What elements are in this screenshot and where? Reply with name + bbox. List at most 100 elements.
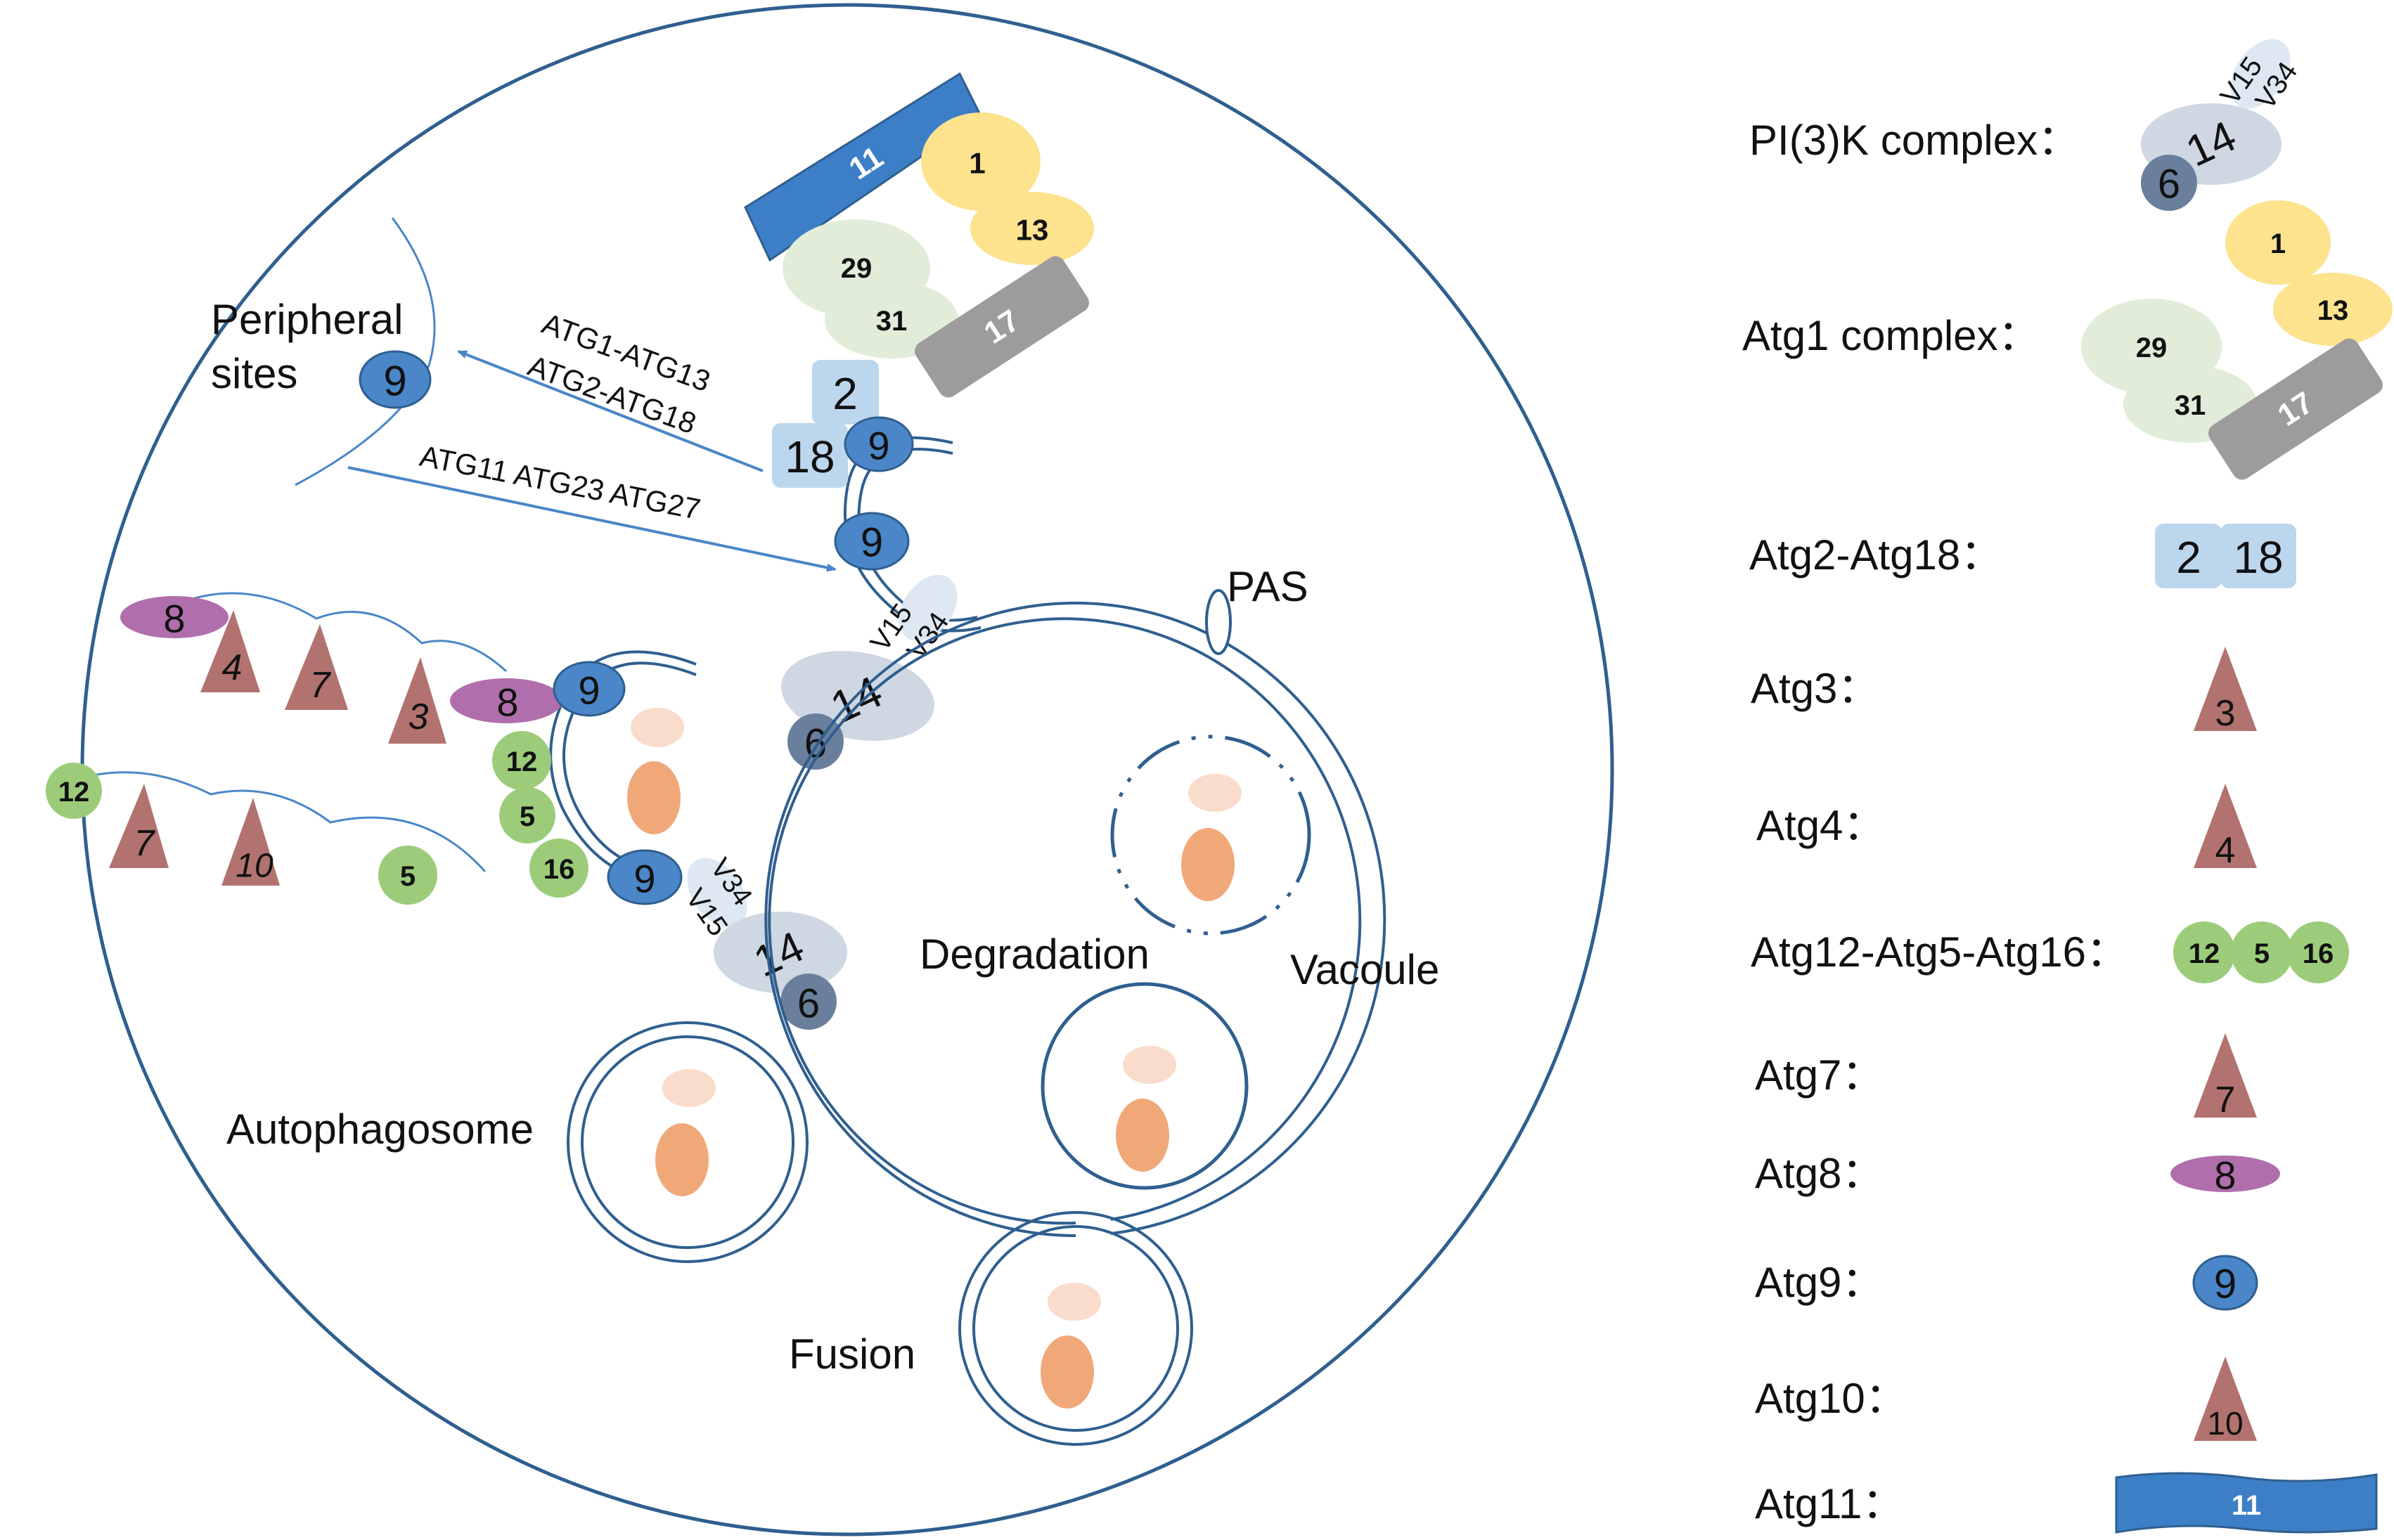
fusion-autophagosome (958, 1211, 1193, 1446)
pas-bud (1205, 589, 1232, 655)
autophagosome (567, 1021, 809, 1263)
legend-label-7: Atg8： (1755, 1150, 1884, 1197)
atg10-triangle (221, 798, 280, 886)
legend-atg6-label: 6 (2158, 162, 2180, 207)
atg2-label: 2 (832, 368, 858, 419)
atg9-upper-2-label: 9 (861, 520, 883, 566)
atg9-lower-1-label: 9 (578, 668, 600, 713)
peripheral-sites-label-2: sites (211, 350, 297, 397)
pas-label: PAS (1227, 563, 1308, 610)
legend-triangle-4 (2194, 784, 2257, 868)
atg9-upper-1 (844, 416, 914, 472)
legend-atg12 (2173, 921, 2235, 983)
cargo-degradation (1181, 828, 1235, 901)
atg8-bound-label: 8 (496, 680, 518, 725)
atg9-peripheral-label: 9 (383, 358, 406, 405)
atg9-lower-1 (553, 661, 626, 717)
arrow-to-pas (347, 466, 837, 572)
atg10-label: 10 (236, 848, 273, 885)
atg3-triangle (388, 657, 446, 744)
legend-atg1 (2225, 200, 2331, 285)
atg16-bound-label: 16 (543, 854, 575, 885)
legend-label-1: Atg1 complex： (1742, 312, 2040, 359)
legend-atg2 (2155, 524, 2222, 588)
legend-atg13-label: 13 (2317, 295, 2349, 326)
atg9-upper-2 (834, 512, 910, 571)
cargo-1 (627, 761, 681, 834)
legend-row-8: Atg9：9 (1755, 1255, 2258, 1311)
atg8-conjugation-chain (175, 592, 508, 673)
peripheral-membrane (295, 217, 436, 486)
atg9-lower-2 (607, 849, 683, 905)
legend-atg13 (2273, 273, 2393, 346)
degradation-label: Degradation (920, 931, 1150, 978)
atg6-lower-label: 6 (797, 981, 820, 1027)
cargo-light-degradation (1188, 774, 1242, 812)
atg9-upper-1-label: 9 (868, 424, 889, 468)
legend-v15-v34 (2230, 39, 2291, 109)
atg7-label-1: 7 (310, 665, 332, 706)
atg12-conjugation-chain (73, 771, 487, 873)
cargo-light-1 (631, 708, 684, 747)
peripheral-sites-label: Peripheral (211, 296, 404, 343)
atg12-bound-label: 12 (506, 746, 538, 777)
legend-triangle-10 (2194, 1357, 2257, 1441)
legend-row-7: Atg8：8 (1755, 1150, 2280, 1198)
atg12-bound (492, 731, 551, 790)
legend-atg5-label: 5 (2254, 938, 2270, 969)
atg2 (812, 360, 879, 425)
legend-label-0: PI(3)K complex： (1749, 117, 2080, 164)
atg18-label: 18 (785, 432, 835, 482)
atg9-peripheral (359, 350, 432, 409)
atg8-free-label: 8 (163, 597, 185, 641)
atg5-bound (499, 787, 555, 843)
legend-row-9: Atg10： 10 (1755, 1357, 2257, 1442)
legend-atg17-shape (2208, 338, 2383, 480)
vacuole-label: Vacoule (1290, 946, 1439, 993)
atg12-free (46, 763, 102, 819)
legend-atg1-label: 1 (2270, 228, 2286, 259)
atg7-label-2: 7 (134, 823, 156, 864)
legend-atg6 (2141, 155, 2197, 211)
pi3k-complex-upper: V15 V34 14 6 (781, 574, 958, 770)
cargo-body (1116, 1099, 1169, 1172)
atg1 (921, 112, 1041, 211)
legend-atg16 (2287, 921, 2349, 983)
atg5-bound-label: 5 (520, 801, 535, 832)
legend-atg11 (2115, 1472, 2378, 1534)
atg7-triangle-2 (109, 784, 169, 868)
legend-atg2-label: 2 (2176, 532, 2201, 583)
autophagosome-label: Autophagosome (226, 1106, 534, 1153)
legend-atg18-label: 18 (2233, 532, 2283, 583)
atg3-label: 3 (408, 697, 429, 737)
fusion-label: Fusion (789, 1331, 915, 1378)
legend-atg17: 17 (2208, 338, 2383, 480)
legend-row-6: Atg7：7 (1755, 1033, 2257, 1120)
legend-atg5 (2231, 921, 2293, 983)
atg4-label: 4 (222, 647, 243, 688)
atg4-triangle (200, 610, 260, 692)
legend-atg9 (2192, 1255, 2258, 1311)
legend-atg16-label: 16 (2303, 938, 2334, 969)
atg12-free-label: 12 (58, 777, 90, 808)
legend-triangle-3 (2194, 647, 2257, 731)
legend-atg29-label: 29 (2136, 332, 2168, 363)
lower-phagophore (549, 650, 697, 884)
legend-atg11-label: 11 (2232, 1490, 2261, 1521)
atg29-label: 29 (841, 253, 873, 284)
atg1-label: 1 (969, 147, 985, 180)
atg13 (970, 192, 1094, 265)
legend-triangle-label-10: 10 (2207, 1405, 2243, 1442)
atg8-bound (450, 678, 562, 723)
atg16-bound (529, 839, 588, 898)
legend-label-9: Atg10： (1755, 1375, 1907, 1422)
legend-atg9-label: 9 (2214, 1262, 2237, 1307)
legend-atg31-label: 31 (2175, 390, 2206, 421)
cargo-light-body (1123, 1046, 1176, 1084)
legend-row-10: Atg11：11 (1755, 1472, 2378, 1534)
